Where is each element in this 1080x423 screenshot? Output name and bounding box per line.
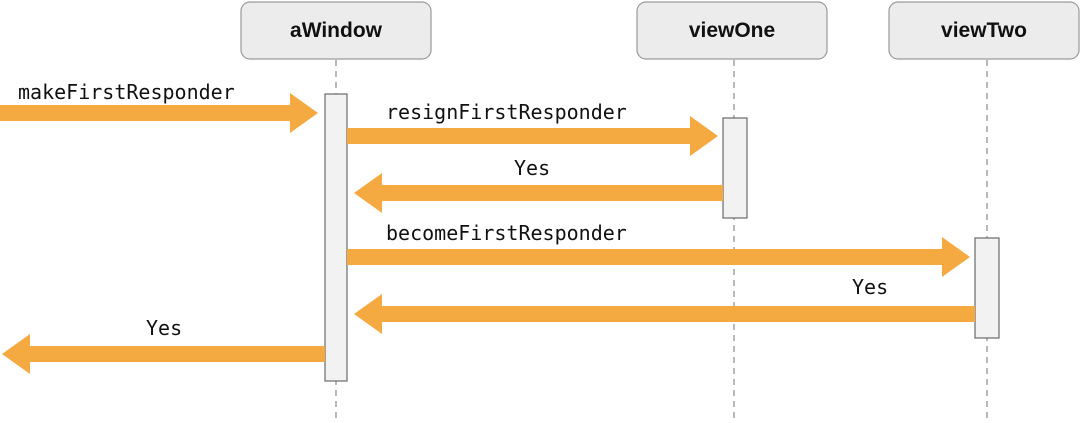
participant-viewtwo: viewTwo (888, 1, 1080, 60)
label-resign-first-responder: resignFirstResponder (386, 100, 627, 124)
activation-window (324, 93, 348, 382)
label-make-reply: Yes (146, 316, 182, 340)
activation-viewtwo (974, 237, 1000, 339)
participant-window: aWindow (240, 1, 432, 60)
participant-window-label: aWindow (290, 19, 383, 42)
label-resign-reply: Yes (514, 156, 550, 180)
arrow-make-first-responder (0, 93, 318, 133)
arrow-resign-first-responder (347, 116, 718, 156)
label-make-first-responder: makeFirstResponder (18, 80, 235, 104)
arrow-become-first-responder (347, 237, 970, 277)
arrow-become-reply (354, 294, 975, 334)
participant-viewone: viewOne (636, 1, 828, 60)
activation-viewone (722, 117, 748, 219)
label-become-reply: Yes (852, 275, 888, 299)
label-become-first-responder: becomeFirstResponder (386, 221, 627, 245)
arrow-make-reply (2, 334, 325, 374)
participant-viewtwo-label: viewTwo (941, 19, 1027, 42)
arrow-resign-reply (354, 173, 723, 213)
participant-viewone-label: viewOne (689, 19, 775, 42)
